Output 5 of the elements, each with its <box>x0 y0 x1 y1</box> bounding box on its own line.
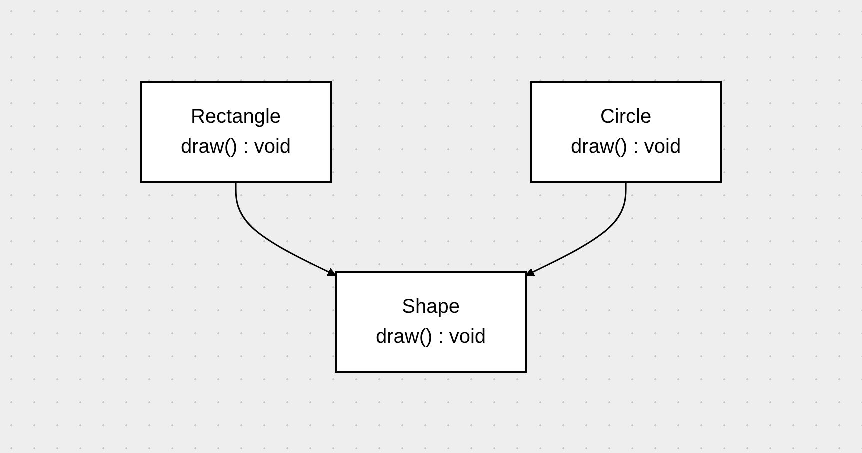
arrow <box>526 182 627 276</box>
node-box: Rectangle draw() : void <box>140 80 332 182</box>
node-box: Circle draw() : void <box>530 80 722 182</box>
arrow <box>235 182 336 276</box>
node-box: Shape draw() : void <box>334 270 528 372</box>
